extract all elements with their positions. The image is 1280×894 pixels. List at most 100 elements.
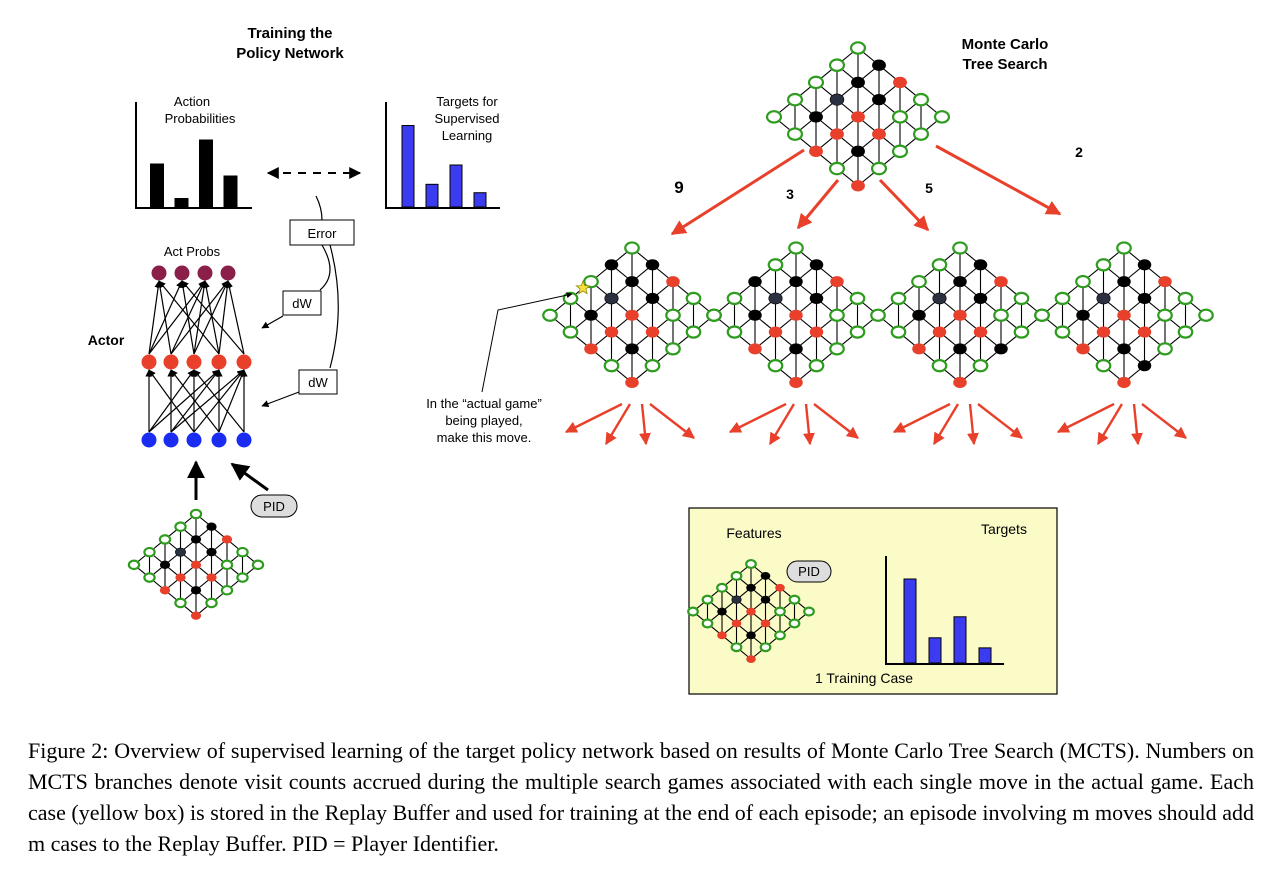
input-board-cell — [220, 584, 234, 596]
child-board-3-cell — [870, 308, 886, 322]
input-board-cell — [174, 521, 187, 533]
network-edge — [148, 280, 206, 355]
case-board-cell — [730, 642, 743, 653]
child-board-4-cell — [1034, 308, 1050, 322]
dw-box-bottom — [298, 369, 338, 395]
child-board-2-cell — [849, 291, 866, 306]
input-board-cell — [206, 573, 217, 582]
output-node — [220, 265, 236, 281]
child-board-2-cell — [809, 326, 824, 338]
child-board-2-cell — [726, 325, 743, 339]
child-board-4-cell — [1177, 291, 1194, 306]
network-edge — [170, 280, 206, 355]
case-board-cell — [746, 631, 756, 640]
child-board-1-cell — [584, 343, 598, 355]
child-board-3-cell — [993, 308, 1009, 322]
input-board-cell — [205, 597, 218, 609]
targets-label-line1: Targets for — [436, 94, 498, 109]
child-board-4-cell — [1096, 292, 1111, 305]
child-board-1-cell — [645, 259, 660, 271]
targets-bar-1 — [401, 125, 415, 208]
child-board-4-cell — [1117, 276, 1131, 288]
child-board-2-cell — [706, 308, 722, 322]
case-targets-bar-3 — [953, 616, 967, 664]
child-board-2-cell — [767, 258, 784, 272]
actor-label: Actor — [88, 332, 125, 348]
input-node — [141, 432, 157, 448]
child-board-3-cell — [973, 292, 988, 304]
child-board-1-cell — [625, 343, 639, 355]
child-board-4-cell — [1137, 259, 1152, 271]
network-edge — [218, 369, 245, 433]
child-board-3-cell — [953, 343, 967, 355]
output-node — [174, 265, 190, 281]
child-board-1-cell — [542, 308, 558, 322]
error-curve-1 — [319, 244, 331, 291]
error-curve-2 — [329, 244, 339, 369]
root-board-cell — [872, 128, 886, 140]
root-board-cell — [786, 92, 804, 107]
network-edge — [218, 280, 231, 355]
targets-label-line3: Learning — [442, 128, 493, 143]
pid-pill — [250, 494, 298, 518]
child-board-2-cell — [809, 292, 824, 304]
case-board-cell — [687, 606, 699, 617]
child-board-2-cell — [767, 359, 784, 373]
leaf-arrow-3-4 — [977, 403, 1023, 439]
dw-arrow-top — [261, 315, 284, 329]
hidden-node — [236, 354, 252, 370]
child-board-3-cell — [953, 376, 967, 389]
move-note-line2: being played, — [445, 413, 522, 428]
child-board-3 — [870, 241, 1050, 389]
features-label: Features — [726, 525, 781, 541]
move-note-line3: make this move. — [437, 430, 532, 445]
input-board-cell — [159, 586, 171, 595]
input-node — [211, 432, 227, 448]
root-board-cell — [893, 76, 907, 89]
case-board-cell — [731, 619, 742, 628]
child-board-2-cell — [726, 291, 743, 306]
branch-count-4: 2 — [1075, 144, 1083, 160]
dw-arrow-bottom — [261, 391, 300, 408]
child-board-4-cell — [1075, 274, 1091, 289]
root-board-cell — [933, 110, 951, 124]
child-board-1-cell — [685, 291, 702, 306]
root-board-cell — [807, 75, 825, 90]
child-board-1-cell — [624, 241, 640, 255]
leaf-arrow-4-1 — [1056, 402, 1115, 434]
branch-count-2: 3 — [786, 186, 794, 202]
child-board-2-cell — [808, 359, 825, 373]
child-board-4-cell — [1158, 276, 1172, 288]
leaf-arrow-2-1 — [728, 402, 787, 434]
root-board-cell — [891, 144, 909, 159]
child-board-2-cell — [849, 325, 866, 339]
network-edge — [156, 280, 172, 355]
child-board-4-cell — [1117, 309, 1131, 321]
case-board — [687, 558, 815, 664]
child-board-4-cell — [1096, 326, 1111, 338]
case-targets-bar-2 — [928, 637, 942, 664]
child-board-4-cell — [1117, 376, 1131, 389]
figure-canvas: Training the Policy Network Action Proba… — [88, 25, 1214, 695]
child-board-3-cell — [973, 326, 988, 338]
figure-caption: Figure 2: Overview of supervised learnin… — [28, 738, 1254, 856]
branch-count-3: 5 — [925, 180, 933, 196]
child-board-3-cell — [932, 292, 947, 305]
root-board-cell — [872, 59, 886, 71]
child-board-4-cell — [1137, 360, 1152, 372]
child-board-2-cell — [789, 309, 803, 321]
root-board-cell — [851, 76, 865, 89]
child-board-3-cell — [1013, 325, 1030, 339]
case-board-cell — [775, 583, 785, 592]
training-title-line2: Policy Network — [236, 45, 344, 62]
case-board-cell — [774, 606, 786, 617]
input-board-cell — [174, 597, 187, 609]
input-board-cell — [221, 535, 233, 544]
child-board-4-cell — [1116, 241, 1132, 255]
leaf-arrow-4-2 — [1096, 403, 1124, 446]
root-board-cell — [912, 92, 930, 107]
child-board-2 — [706, 241, 885, 389]
input-board — [127, 508, 265, 620]
action-probabilities-chart: Action Probabilities — [135, 94, 252, 209]
child-board-4-cell — [1157, 342, 1173, 356]
